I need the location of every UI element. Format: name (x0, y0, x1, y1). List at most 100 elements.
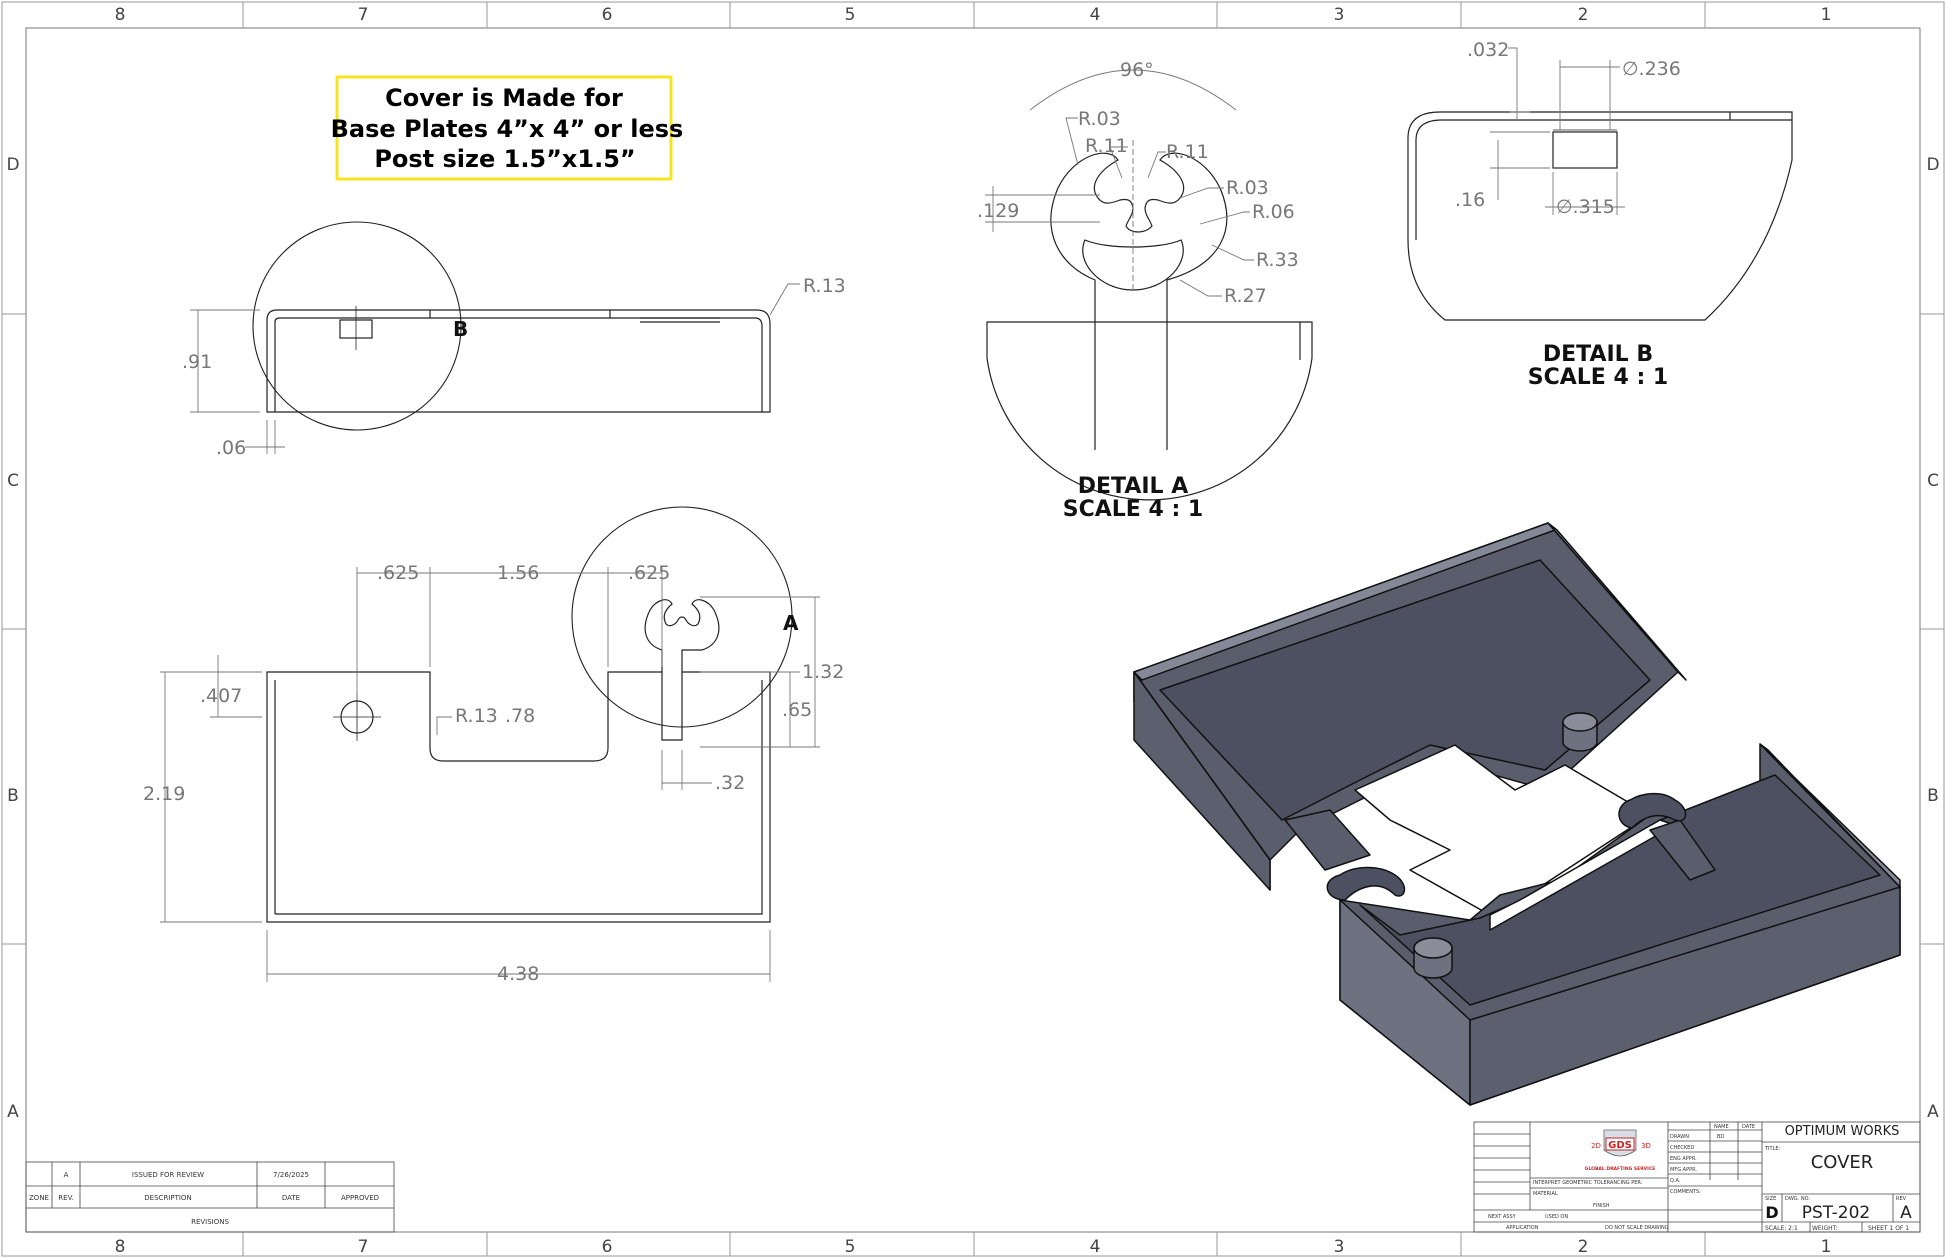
tb-do-not-scale: DO NOT SCALE DRAWING (1605, 1225, 1669, 1231)
detail-b-callout-circle (252, 221, 462, 431)
dim-a-r4: R.03 (1226, 177, 1269, 199)
front-view (252, 221, 771, 431)
dim-a-r6: R.33 (1256, 249, 1299, 271)
zone-col-8-top: 8 (115, 5, 126, 25)
tb-application: APPLICATION (1506, 1225, 1539, 1231)
top-view-dims (160, 567, 820, 982)
dim-clip-stem: .65 (782, 699, 812, 721)
rev-row-description: ISSUED FOR REVIEW (132, 1171, 204, 1179)
detail-b-view (1407, 111, 1793, 321)
detail-a-callout-circle (571, 506, 793, 728)
dim-b-boss-height: .16 (1455, 189, 1485, 211)
dim-a-r2: R.11 (1085, 135, 1128, 157)
tb-scale: SCALE: 2:1 (1765, 1225, 1798, 1232)
zone-col-3-top: 3 (1334, 5, 1345, 25)
tb-weight: WEIGHT: (1812, 1225, 1838, 1232)
zone-row-d-left: D (6, 155, 19, 175)
tb-used-on: USED ON (1545, 1214, 1568, 1220)
title-block (1473, 1121, 1921, 1233)
note-line-3: Post size 1.5”x1.5” (374, 145, 635, 173)
tb-mfg-appr: MFG APPR. (1670, 1167, 1697, 1173)
logo-side-right: 3D (1641, 1142, 1651, 1150)
zone-col-5-bottom: 5 (845, 1237, 856, 1257)
tb-dwg-no: PST-202 (1802, 1203, 1870, 1223)
tb-rev: A (1900, 1203, 1912, 1223)
tb-dwg-label: DWG. NO. (1785, 1196, 1810, 1202)
zone-col-2-top: 2 (1578, 5, 1589, 25)
dim-slot-offset: .625 (377, 562, 419, 584)
dim-overall-width: 4.38 (497, 963, 539, 985)
zone-col-7-bottom: 7 (358, 1237, 369, 1257)
tb-title-label: TITLE: (1764, 1146, 1781, 1152)
detail-a-view (986, 152, 1313, 501)
dim-clip-offset: .625 (628, 562, 670, 584)
logo-text: GDS (1608, 1140, 1632, 1151)
zone-row-b-right: B (1927, 786, 1939, 806)
gds-logo: GDS 2D 3D GLOBAL DRAFTING SERVICE (1585, 1129, 1655, 1172)
detail-b-dims (1490, 47, 1625, 215)
detail-b-title: DETAIL B (1543, 342, 1653, 367)
rev-row-rev: A (64, 1171, 69, 1179)
tb-company: OPTIMUM WORKS (1785, 1124, 1900, 1139)
dim-b-base-dia: ∅.315 (1556, 196, 1615, 218)
front-view-dims (190, 283, 800, 454)
zone-col-6-top: 6 (602, 5, 613, 25)
dim-clip-width: .32 (715, 772, 745, 794)
note-box: Cover is Made for Base Plates 4”x 4” or … (331, 75, 684, 181)
rev-header-description: DESCRIPTION (144, 1194, 191, 1202)
rev-row-date: 7/26/2025 (273, 1171, 309, 1179)
dim-b-boss-dia: ∅.236 (1622, 58, 1681, 80)
dim-front-height: .91 (182, 351, 212, 373)
detail-b-callout-letter: B (453, 317, 468, 341)
tb-drawn: DRAWN (1670, 1134, 1689, 1140)
detail-a-scale: SCALE 4 : 1 (1063, 497, 1203, 522)
zone-col-4-top: 4 (1090, 5, 1101, 25)
zone-row-a-left: A (7, 1102, 19, 1122)
rev-header-date: DATE (282, 1194, 300, 1202)
isometric-view (1133, 522, 1901, 1106)
tb-checked: CHECKED (1670, 1145, 1694, 1151)
tb-drawn-name: BD (1717, 1134, 1724, 1140)
dim-slot-depth: .78 (505, 705, 535, 727)
dim-slot-radius: R.13 (455, 705, 498, 727)
tb-tolerancing: INTERPRET GEOMETRIC TOLERANCING PER: (1533, 1180, 1643, 1186)
zone-col-3-bottom: 3 (1334, 1237, 1345, 1257)
tb-name-hdr: NAME (1714, 1124, 1729, 1130)
rev-header-approved: APPROVED (341, 1194, 379, 1202)
dim-a-r3: R.11 (1166, 141, 1209, 163)
zone-row-d-right: D (1926, 155, 1939, 175)
zone-col-1-top: 1 (1821, 5, 1832, 25)
tb-next-assy: NEXT ASSY (1488, 1214, 1517, 1220)
zone-row-a-right: A (1927, 1102, 1939, 1122)
zone-col-6-bottom: 6 (602, 1237, 613, 1257)
dim-a-gap: .129 (977, 200, 1019, 222)
tb-comments: COMMENTS: (1670, 1189, 1701, 1195)
detail-b-scale: SCALE 4 : 1 (1528, 365, 1668, 390)
zone-row-c-right: C (1927, 471, 1939, 491)
tb-finish: FINISH (1593, 1203, 1610, 1209)
dim-a-r7: R.27 (1224, 285, 1267, 307)
tb-rev-label: REV (1896, 1196, 1907, 1202)
dim-b-wall: .032 (1467, 39, 1509, 61)
dim-hole-y: .407 (200, 685, 242, 707)
rev-header-rev: REV. (58, 1194, 73, 1202)
dim-a-r5: R.06 (1252, 201, 1295, 223)
dim-front-radius: R.13 (803, 275, 846, 297)
logo-sub: GLOBAL DRAFTING SERVICE (1585, 1166, 1655, 1172)
zone-col-4-bottom: 4 (1090, 1237, 1101, 1257)
inner-border (25, 27, 1921, 1233)
tb-eng-appr: ENG APPR. (1670, 1156, 1697, 1162)
zone-row-b-left: B (7, 786, 19, 806)
note-line-2: Base Plates 4”x 4” or less (331, 115, 684, 143)
tb-size-label: SIZE (1765, 1196, 1776, 1202)
dim-a-angle: 96° (1120, 59, 1154, 81)
top-view (266, 506, 793, 923)
zone-col-7-top: 7 (358, 5, 369, 25)
tb-material: MATERIAL (1533, 1191, 1558, 1197)
dim-slot-width: 1.56 (497, 562, 539, 584)
dim-front-thickness: .06 (216, 437, 246, 459)
dim-a-r1: R.03 (1078, 108, 1121, 130)
